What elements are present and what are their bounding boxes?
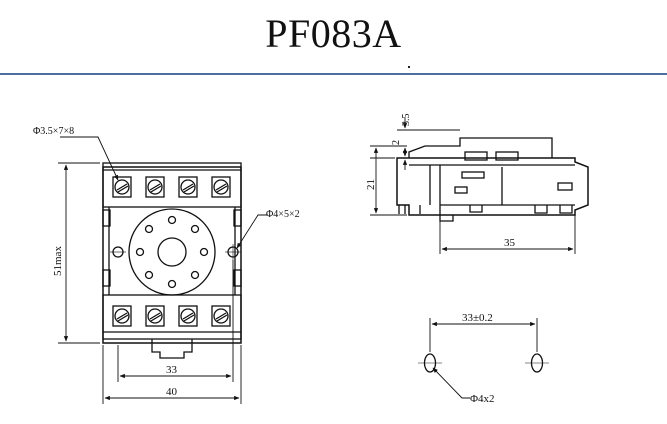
release-clip: [151, 339, 193, 359]
side-dimension-text: 3.5 2 21 35: [365, 114, 516, 250]
terminal-screw: [211, 176, 231, 198]
hole-pattern-dimensions: [429, 318, 538, 399]
mount-hole-label: Φ4×5×2: [266, 209, 300, 220]
hole-size-label: Φ4x2: [470, 393, 495, 405]
center-key-hole: [157, 237, 187, 267]
top-terminal-block: [102, 162, 242, 208]
terminal-screw: [211, 305, 231, 327]
height-label: 51max: [52, 246, 64, 276]
screw-size-label: Φ3.5×7×8: [33, 126, 74, 137]
terminal-screw: [145, 176, 165, 198]
front-view: [102, 162, 242, 359]
hole-pattern-text: 33±0.2 Φ4x2: [462, 312, 495, 405]
hole-spacing-label: 33±0.2: [462, 312, 493, 324]
bottom-screw-row: [112, 305, 231, 327]
terminal-screw: [112, 305, 132, 327]
socket-pin-holes: [135, 215, 209, 289]
terminal-screw: [112, 176, 132, 198]
title-divider: [0, 73, 667, 75]
side-view: [396, 137, 589, 222]
page-title: PF083A: [265, 11, 402, 56]
side-step-dim-label: 2: [391, 140, 402, 145]
side-height-label: 21: [365, 179, 377, 190]
side-dimensions: [370, 118, 576, 254]
socket-ring: [128, 208, 216, 296]
front-dimension-text: Φ3.5×7×8 Φ4×5×2 51max 33 40: [33, 126, 300, 398]
speck: [408, 66, 410, 68]
outer-width-label: 40: [166, 386, 178, 398]
terminal-screw: [178, 176, 198, 198]
top-screw-row: [112, 176, 231, 198]
front-dimensions: [58, 136, 268, 404]
side-length-label: 35: [504, 237, 516, 249]
inner-width-label: 33: [166, 364, 178, 376]
terminal-screw: [145, 305, 165, 327]
side-top-dim-label: 3.5: [401, 114, 412, 127]
terminal-screw: [178, 305, 198, 327]
hole-pattern: [418, 353, 549, 373]
